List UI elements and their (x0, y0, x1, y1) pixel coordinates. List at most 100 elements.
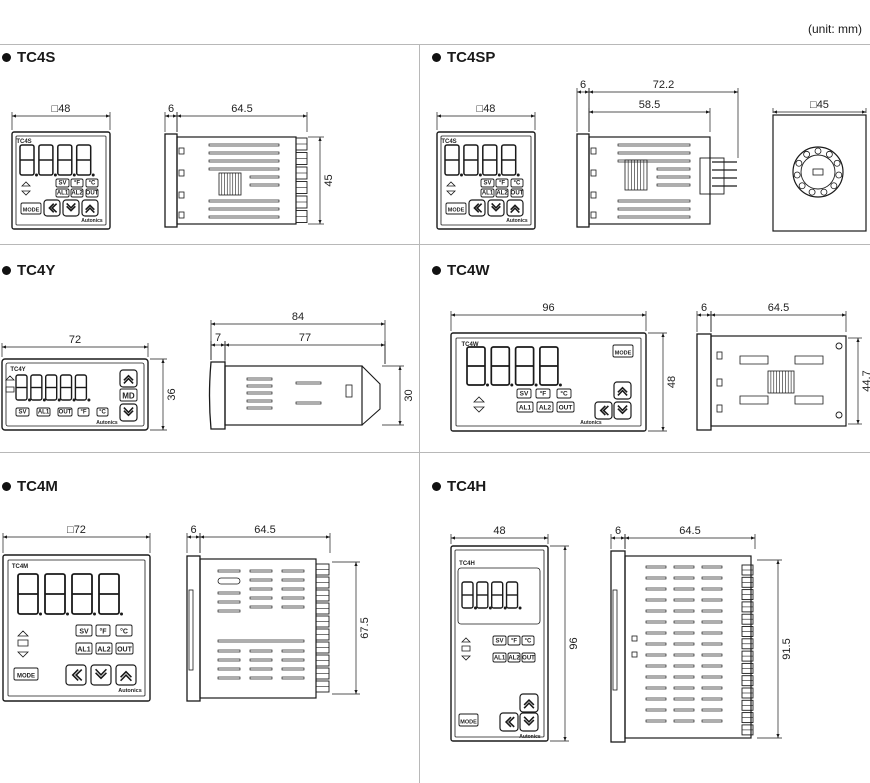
tc4h-vent-slot (645, 653, 667, 657)
tc4h-vent-slot (673, 642, 695, 646)
tc4sp-degf-badge-text: °F (499, 181, 505, 187)
tc4sp-brand: Autonics (506, 218, 528, 224)
tc4h-vent-slot (701, 708, 723, 712)
tc4h-al1-badge (492, 652, 507, 663)
tc4h-vent-slot (645, 708, 667, 712)
tc4h-vent-slot (673, 708, 695, 712)
tc4sp-vent-slot (617, 215, 691, 219)
tc4w-model-label: TC4W (462, 342, 479, 348)
tc4m-indicator-icon (17, 630, 29, 658)
tc4h-vent-slot (645, 565, 667, 569)
tc4s-down-button (62, 199, 80, 217)
seven-segment-digit (490, 346, 514, 387)
tc4h-vent-slot (673, 565, 695, 569)
tc4y-vent-slot (246, 391, 273, 395)
tc4y-front-width: 72 (69, 334, 81, 346)
tc4m-al2-badge (95, 642, 113, 655)
tc4sp-side-body (588, 136, 711, 225)
bullet-icon (2, 266, 11, 275)
tc4h-vent-slot (673, 587, 695, 591)
tc4y-out-badge (57, 407, 73, 417)
tc4h-vent-slot (701, 587, 723, 591)
tc4h-side-rail (612, 589, 618, 691)
tc4s-degf-badge (70, 178, 84, 188)
tc4m-up-button (115, 664, 137, 686)
tc4m-left-button (65, 664, 87, 686)
decimal-point (72, 173, 76, 177)
decimal-point (91, 173, 95, 177)
tc4h-mode-button (458, 713, 479, 727)
tc4h-side-mark (631, 651, 638, 658)
tc4h-vent-slot (701, 642, 723, 646)
decimal-point (460, 173, 463, 177)
tc4s-up-icon (85, 204, 95, 214)
decimal-point (120, 612, 123, 616)
tc4s-vent-slot (208, 215, 280, 219)
tc4s-out-badge (85, 188, 99, 198)
tc4w-brand: Autonics (580, 420, 602, 426)
tc4sp-socket-pin-hole (798, 182, 806, 190)
tc4h-vent-slot (701, 686, 723, 690)
tc4h-vent-slot (701, 719, 723, 723)
seven-segment-digit (505, 581, 522, 610)
tc4y-side-notch (345, 384, 353, 398)
tc4m-vent-slot (281, 649, 305, 653)
decimal-point (518, 606, 522, 610)
seven-segment-digit (476, 581, 492, 610)
tc4y-down-icon (123, 407, 134, 417)
tc4h-vent-slot (645, 609, 667, 613)
seven-segment-digit (57, 144, 76, 177)
tc4sp-updown-indicator-icon (446, 181, 456, 196)
tc4sp-socket-pin-hole (795, 159, 803, 167)
decimal-point (87, 398, 91, 402)
seven-segment-digit (482, 144, 501, 177)
tc4h-vent-slot (701, 598, 723, 602)
tc4h-vent-slot (673, 653, 695, 657)
tc4m-model-label: TC4M (12, 564, 28, 570)
unit-note: (unit: mm) (808, 22, 862, 36)
seven-segment-digit (500, 144, 520, 177)
seven-segment-digit (15, 374, 31, 402)
tc4h-vent-slot (645, 642, 667, 646)
tc4w-clip-notch (716, 351, 723, 360)
tc4sp-vent-slot (656, 183, 691, 187)
tc4m-sv-badge (75, 624, 93, 637)
tc4h-vent-slot (701, 664, 723, 668)
tc4sp-sv-badge-text: SV (483, 181, 491, 187)
tc4w-lead-depth: 6 (701, 302, 707, 314)
tc4s-clip-notch (178, 211, 185, 219)
tc4sp-lead-depth: 6 (580, 79, 586, 91)
tc4m-brand: Autonics (118, 688, 142, 694)
tc4s-left-button (43, 199, 61, 217)
section-title-tc4y: TC4Y (2, 262, 55, 279)
tc4sp-vent-slot (617, 207, 691, 211)
tc4sp-total-depth: 72.2 (653, 79, 674, 91)
title-text: TC4SP (447, 49, 496, 66)
tc4sp-out-badge-text: OUT (511, 191, 524, 197)
tc4sp-socket-key (812, 168, 824, 176)
seven-segment-digit (463, 144, 482, 177)
section-title-tc4h: TC4H (432, 478, 486, 495)
seven-segment-digit (461, 581, 477, 610)
tc4h-vent-slot (645, 664, 667, 668)
seven-segment-digit (74, 374, 91, 402)
tc4w-up-button (613, 381, 632, 400)
tc4m-al1-badge (75, 642, 93, 655)
seven-segment-digit (38, 144, 57, 177)
tc4sp-socket-pin-hole (833, 159, 841, 167)
seven-segment-digit (75, 144, 95, 177)
tc4y-lead-depth: 7 (215, 332, 221, 344)
tc4m-degf-badge (95, 624, 111, 637)
tc4s-vent-slot (208, 159, 280, 163)
seven-segment-digit (71, 573, 96, 616)
tc4m-vent-slot (217, 649, 241, 653)
tc4y-front-inner (5, 362, 145, 427)
tc4s-mode-button-text: MODE (23, 208, 40, 214)
title-text: TC4H (447, 478, 487, 495)
tc4w-al1-badge (516, 401, 534, 413)
bullet-icon (432, 482, 441, 491)
tc4y-degf-badge-text: °F (80, 410, 86, 416)
tc4m-vent-slot (217, 676, 241, 680)
tc4w-down-icon (617, 405, 628, 415)
